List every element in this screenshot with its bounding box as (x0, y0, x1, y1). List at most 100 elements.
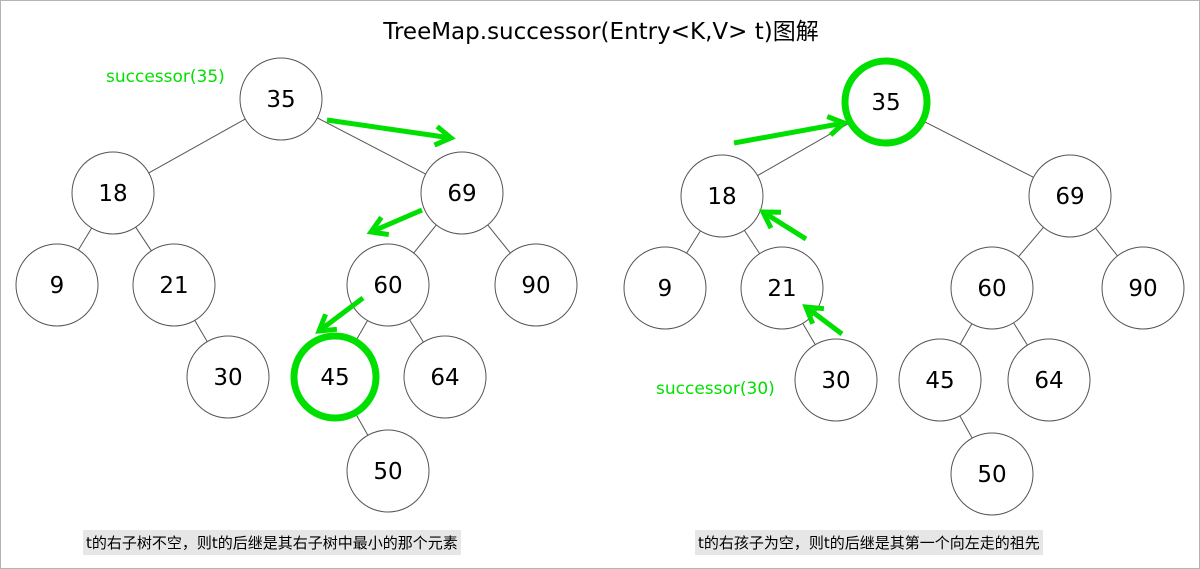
tree-node-9[interactable]: 9 (623, 246, 707, 330)
tree-edge-60-64 (409, 319, 424, 343)
tree-node-50[interactable]: 50 (346, 429, 430, 513)
arrow-21-to-18 (758, 209, 808, 242)
tree-node-64[interactable]: 64 (1007, 338, 1091, 422)
tree-edge-45-50 (959, 415, 973, 439)
node-circle-18 (71, 151, 155, 235)
tree-node-50[interactable]: 50 (950, 432, 1034, 516)
tree-node-45[interactable]: 45 (290, 332, 380, 422)
tree-edge-35-18 (148, 118, 246, 174)
tree-edge-21-30 (194, 320, 208, 342)
successor-label-left: successor(35) (106, 67, 225, 87)
arrow-18-to-35-head (826, 114, 849, 137)
node-circle-9 (15, 243, 99, 327)
tree-node-60[interactable]: 60 (346, 243, 430, 327)
node-circle-21 (740, 246, 824, 330)
node-circle-90 (1101, 246, 1185, 330)
node-label-9: 9 (50, 273, 65, 299)
node-label-35: 35 (871, 90, 900, 116)
tree-edge-35-69 (922, 120, 1034, 178)
arrow-60-to-45 (315, 296, 365, 334)
node-label-69: 69 (1055, 184, 1084, 210)
arrow-35-to-69-head (433, 124, 456, 148)
edges-layer (77, 117, 1118, 439)
node-circle-35 (239, 57, 323, 141)
node-circle-45 (898, 338, 982, 422)
node-circle-highlight-35 (841, 57, 931, 147)
tree-edge-60-64 (1013, 322, 1028, 346)
arrows-layer (315, 114, 849, 336)
tree-edge-69-60 (413, 224, 437, 254)
node-label-50: 50 (373, 459, 402, 485)
tree-node-35[interactable]: 35 (239, 57, 323, 141)
tree-edge-60-45 (355, 320, 368, 342)
arrow-30-to-21-head (802, 304, 825, 325)
node-label-18: 18 (707, 184, 736, 210)
tree-edge-69-90 (1095, 227, 1118, 257)
tree-node-18[interactable]: 18 (71, 151, 155, 235)
tree-node-90[interactable]: 90 (1101, 246, 1185, 330)
tree-edge-35-69 (317, 117, 426, 175)
arrow-18-to-35-shaft (733, 120, 845, 146)
nodes-layer: 35 18 69 9 21 60 90 30 45 64 50 35 18 69 9 21 60 90 30 45 64… (15, 57, 1185, 516)
node-label-50: 50 (977, 462, 1006, 488)
tree-edge-18-9 (686, 230, 701, 254)
caption-left: t的右子树不空，则t的后继是其右子树中最小的那个元素 (83, 530, 461, 555)
node-circle-21 (132, 243, 216, 327)
arrow-35-to-69-shaft (326, 117, 452, 141)
node-label-30: 30 (213, 365, 242, 391)
tree-node-9[interactable]: 9 (15, 243, 99, 327)
node-circle-64 (403, 335, 487, 419)
tree-node-69[interactable]: 69 (420, 151, 504, 235)
tree-edge-60-45 (959, 323, 973, 345)
node-label-60: 60 (373, 273, 402, 299)
node-label-18: 18 (98, 181, 127, 207)
node-label-90: 90 (521, 273, 550, 299)
arrow-30-to-21 (802, 304, 844, 336)
node-circle-9 (623, 246, 707, 330)
node-circle-30 (794, 338, 878, 422)
caption-right: t的右孩子为空，则t的后继是其第一个向左走的祖先 (695, 530, 1043, 555)
arrow-69-to-60 (366, 207, 423, 238)
tree-node-45[interactable]: 45 (898, 338, 982, 422)
node-circle-90 (494, 243, 578, 327)
arrow-35-to-69 (326, 117, 456, 148)
tree-node-18[interactable]: 18 (680, 154, 764, 238)
node-label-21: 21 (159, 273, 188, 299)
tree-edge-45-50 (354, 412, 369, 436)
node-circle-highlight-45 (290, 332, 380, 422)
node-label-64: 64 (1034, 368, 1063, 394)
tree-edge-18-21 (743, 230, 761, 254)
arrow-21-to-18-shaft (761, 209, 808, 242)
node-label-69: 69 (447, 181, 476, 207)
node-circle-50 (346, 429, 430, 513)
tree-node-30[interactable]: 30 (186, 335, 270, 419)
arrow-60-to-45-shaft (317, 296, 365, 333)
successor-label-right: successor(30) (656, 379, 775, 399)
tree-node-69[interactable]: 69 (1028, 154, 1112, 238)
node-circle-69 (1028, 154, 1112, 238)
arrow-18-to-35 (733, 114, 849, 146)
node-label-45: 45 (925, 368, 954, 394)
node-label-21: 21 (767, 276, 796, 302)
node-circle-64 (1007, 338, 1091, 422)
tree-edge-69-90 (487, 224, 511, 254)
arrow-30-to-21-shaft (804, 305, 844, 336)
tree-node-90[interactable]: 90 (494, 243, 578, 327)
node-circle-60 (950, 246, 1034, 330)
arrow-69-to-60-head (366, 215, 390, 238)
tree-node-21[interactable]: 21 (740, 246, 824, 330)
tree-edge-69-60 (1018, 226, 1044, 258)
node-label-64: 64 (430, 365, 459, 391)
tree-edge-18-9 (77, 227, 93, 251)
tree-node-60[interactable]: 60 (950, 246, 1034, 330)
node-label-45: 45 (320, 365, 349, 391)
node-label-9: 9 (658, 276, 673, 302)
tree-edge-21-30 (802, 323, 816, 345)
tree-node-30[interactable]: 30 (794, 338, 878, 422)
tree-node-64[interactable]: 64 (403, 335, 487, 419)
tree-node-21[interactable]: 21 (132, 243, 216, 327)
node-circle-50 (950, 432, 1034, 516)
tree-node-35[interactable]: 35 (841, 57, 931, 147)
